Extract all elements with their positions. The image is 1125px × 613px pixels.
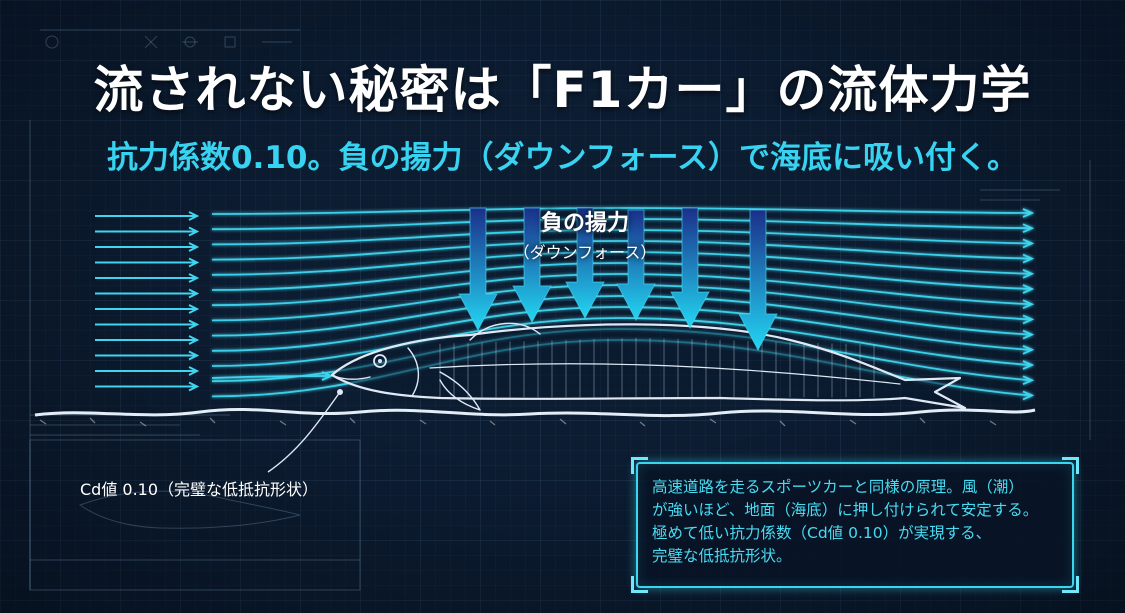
cd-leader-dot	[337, 389, 343, 395]
fish-dorsal-fin	[469, 322, 541, 341]
fish-lateral-line	[429, 363, 901, 385]
fish-mouth	[333, 375, 371, 380]
flow-arrow-head	[188, 288, 200, 299]
streamline-head	[321, 371, 334, 381]
info-box-corner	[631, 576, 648, 593]
info-box-line-3: 極めて低い抗力係数（Cd値 0.10）が実現する、	[652, 524, 992, 542]
streamline	[211, 262, 1031, 291]
streamline	[211, 207, 1031, 215]
incoming-flow-arrows	[95, 211, 200, 392]
info-box-line-1: 高速道路を走るスポーツカーと同様の原理。風（潮）	[652, 478, 1024, 496]
streamline	[211, 240, 1031, 261]
streamline-head	[1022, 314, 1035, 325]
downforce-label-main: 負の揚力	[540, 211, 629, 236]
downforce-arrow	[670, 207, 710, 330]
seabed-line	[34, 407, 1036, 418]
streamline-head	[1022, 284, 1035, 294]
downforce-label-sub: （ダウンフォース）	[513, 243, 657, 262]
fish-body-outline	[330, 323, 967, 410]
flow-arrow-head	[188, 273, 200, 283]
flow-arrow-head	[188, 226, 200, 237]
info-box-line-2: が強いほど、地面（海底）に押し付けられて安定する。	[652, 501, 1039, 519]
fish-illustration	[330, 322, 967, 411]
fish-gill-line	[407, 347, 419, 397]
flow-arrow-head	[188, 257, 200, 268]
page-subtitle: 抗力係数0.10。負の揚力（ダウンフォース）で海底に吸い付く。	[106, 140, 1018, 176]
info-box-line-4: 完璧な低抵抗形状。	[652, 547, 792, 565]
streamline	[211, 317, 1031, 367]
flow-arrow-head	[188, 304, 200, 314]
info-box-corner	[631, 457, 648, 474]
cd-leader-line	[267, 391, 341, 473]
streamline-head	[1022, 253, 1035, 264]
downforce-arrow	[512, 207, 552, 324]
cd-value-label: Cd値 0.10（完璧な低抵抗形状）	[80, 480, 319, 499]
downforce-arrows	[458, 207, 778, 352]
flow-arrow-head	[188, 381, 200, 392]
downforce-arrow	[458, 207, 498, 332]
flow-arrow-head	[188, 366, 200, 376]
streamline	[211, 273, 1031, 307]
streamline	[211, 229, 1031, 246]
fish-mesh-lines	[439, 337, 875, 398]
streamline-head	[1022, 344, 1035, 355]
seabed-texture	[39, 417, 997, 427]
streamline-head	[1022, 299, 1035, 310]
streamline-head	[1022, 268, 1035, 279]
streamline	[211, 218, 1031, 231]
downforce-arrow	[616, 209, 656, 322]
flow-arrow-head	[188, 319, 200, 330]
streamline-head	[1022, 360, 1035, 370]
streamline-head	[1022, 208, 1035, 218]
flow-arrow-head	[188, 211, 200, 221]
streamline	[211, 306, 1031, 352]
streamline-head	[1022, 223, 1035, 234]
flow-arrow-head	[188, 335, 200, 345]
downforce-arrow	[565, 207, 605, 320]
flow-arrow-head	[188, 242, 200, 252]
streamline-head	[1022, 238, 1035, 249]
info-box-corner	[1062, 576, 1079, 593]
streamline-head	[1022, 329, 1035, 340]
streamline-head	[1022, 375, 1035, 386]
flow-arrow-head	[188, 350, 200, 361]
downforce-arrow	[738, 209, 778, 352]
info-box-corner	[1062, 457, 1079, 474]
page-title: 流されない秘密は「F1カー」の流体力学	[93, 61, 1032, 119]
streamline	[211, 375, 331, 379]
info-box: 高速道路を走るスポーツカーと同様の原理。風（潮） が強いほど、地面（海底）に押し…	[631, 457, 1079, 593]
downforce-label: 負の揚力 （ダウンフォース）	[480, 205, 690, 263]
streamline-head	[1022, 390, 1035, 401]
fish-eye	[373, 354, 387, 368]
fish-pupil	[378, 359, 382, 363]
streamline	[211, 295, 1031, 337]
streamline	[211, 251, 1031, 276]
blueprint-decorations	[29, 29, 1091, 591]
fish-pectoral-fin	[439, 371, 481, 411]
